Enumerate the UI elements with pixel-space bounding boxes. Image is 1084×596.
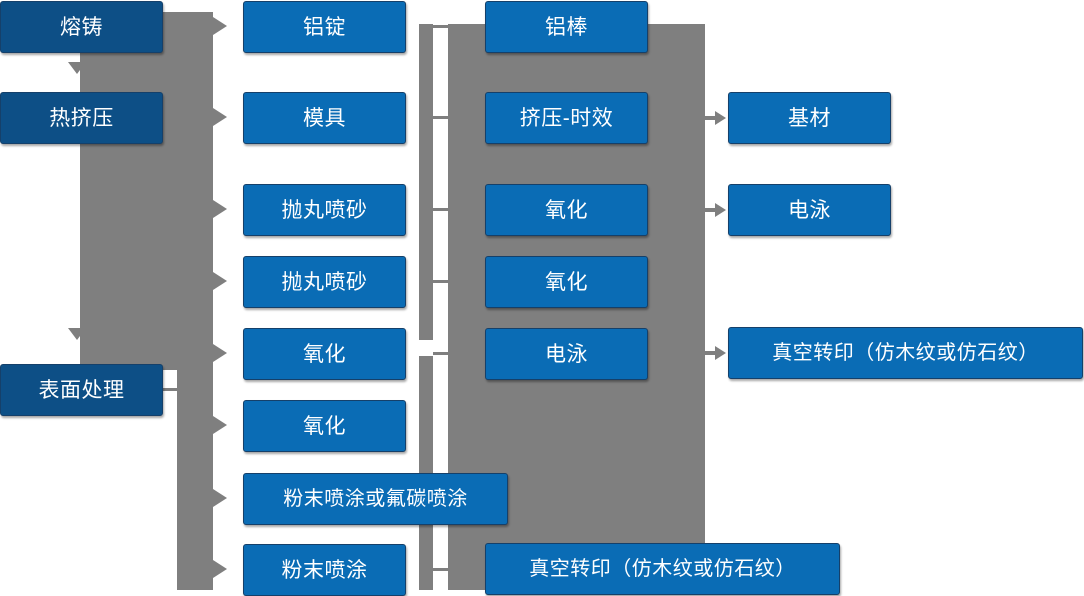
stage-arrow-to-powder-fluorocarbon bbox=[213, 489, 227, 507]
node-label: 抛丸喷砂 bbox=[281, 198, 368, 222]
node-label: 真空转印（仿木纹或仿石纹） bbox=[529, 558, 796, 580]
stage-arrow-to-shot-blasting-2 bbox=[213, 272, 227, 290]
node-powder-or-fluorocarbon[interactable]: 粉末喷涂或氟碳喷涂 bbox=[243, 473, 508, 525]
node-shot-blasting-2[interactable]: 抛丸喷砂 bbox=[243, 256, 406, 308]
node-oxidation-1[interactable]: 氧化 bbox=[243, 328, 406, 380]
stage-arrow-to-oxidation-1 bbox=[213, 344, 227, 362]
node-shot-blasting-1[interactable]: 抛丸喷砂 bbox=[243, 184, 406, 236]
node-label: 电泳 bbox=[788, 198, 831, 222]
surface-treatment-stub bbox=[163, 388, 189, 391]
node-aluminum-ingot[interactable]: 铝锭 bbox=[243, 1, 406, 53]
node-vacuum-transfer-1[interactable]: 真空转印（仿木纹或仿石纹） bbox=[485, 543, 840, 595]
product-arrow-to-vacuum-transfer bbox=[705, 346, 726, 360]
node-label: 基材 bbox=[788, 106, 831, 130]
node-label: 电泳 bbox=[545, 342, 588, 366]
process-tick-4 bbox=[433, 280, 450, 283]
node-label: 抛丸喷砂 bbox=[281, 270, 368, 294]
process-tick-5 bbox=[433, 352, 450, 355]
node-die-mold[interactable]: 模具 bbox=[243, 92, 406, 144]
node-label: 真空转印（仿木纹或仿石纹） bbox=[772, 342, 1039, 364]
node-label: 粉末喷涂 bbox=[281, 558, 368, 582]
product-arrow-to-base-material bbox=[705, 111, 726, 125]
node-label: 铝棒 bbox=[545, 15, 588, 39]
node-hot-extrusion[interactable]: 热挤压 bbox=[0, 92, 163, 144]
node-label: 表面处理 bbox=[38, 378, 125, 402]
node-electrophoresis-2[interactable]: 电泳 bbox=[728, 184, 891, 236]
node-oxidation-4[interactable]: 氧化 bbox=[485, 256, 648, 308]
node-label: 模具 bbox=[303, 106, 346, 130]
node-electrophoresis-1[interactable]: 电泳 bbox=[485, 328, 648, 380]
stage-arrow-to-aluminum-ingot bbox=[213, 17, 227, 35]
node-melt-casting[interactable]: 熔铸 bbox=[0, 1, 163, 53]
node-label: 熔铸 bbox=[60, 15, 103, 39]
node-label: 氧化 bbox=[303, 414, 346, 438]
node-base-material[interactable]: 基材 bbox=[728, 92, 891, 144]
process-tick-3 bbox=[433, 208, 450, 211]
stage-band-lower bbox=[177, 358, 213, 590]
node-label: 氧化 bbox=[545, 198, 588, 222]
node-powder-coating[interactable]: 粉末喷涂 bbox=[243, 544, 406, 596]
product-arrow-to-electrophoresis bbox=[705, 203, 726, 217]
node-extrusion-aging[interactable]: 挤压-时效 bbox=[485, 92, 648, 144]
node-label: 氧化 bbox=[303, 342, 346, 366]
stage-arrow-to-die-mold bbox=[213, 108, 227, 126]
node-surface-treatment[interactable]: 表面处理 bbox=[0, 364, 163, 416]
node-oxidation-2[interactable]: 氧化 bbox=[243, 400, 406, 452]
stage-arrow-to-powder-coating bbox=[213, 560, 227, 578]
stage-band-down-arrow-2 bbox=[68, 328, 86, 340]
stage-arrow-to-oxidation-2 bbox=[213, 416, 227, 434]
node-oxidation-3[interactable]: 氧化 bbox=[485, 184, 648, 236]
process-tick-2 bbox=[433, 116, 450, 119]
node-label: 粉末喷涂或氟碳喷涂 bbox=[283, 488, 468, 510]
node-label: 挤压-时效 bbox=[519, 106, 614, 130]
process-tick-6 bbox=[433, 568, 450, 571]
node-label: 铝锭 bbox=[303, 15, 346, 39]
process-bar-inner-upper bbox=[419, 24, 433, 340]
node-vacuum-transfer-2[interactable]: 真空转印（仿木纹或仿石纹） bbox=[728, 327, 1083, 379]
node-aluminum-bar[interactable]: 铝棒 bbox=[485, 1, 648, 53]
stage-band-down-arrow-1 bbox=[68, 62, 86, 74]
stage-arrow-to-shot-blasting-1 bbox=[213, 200, 227, 218]
process-tick-1 bbox=[433, 25, 450, 28]
node-label: 热挤压 bbox=[49, 106, 114, 130]
node-label: 氧化 bbox=[545, 270, 588, 294]
